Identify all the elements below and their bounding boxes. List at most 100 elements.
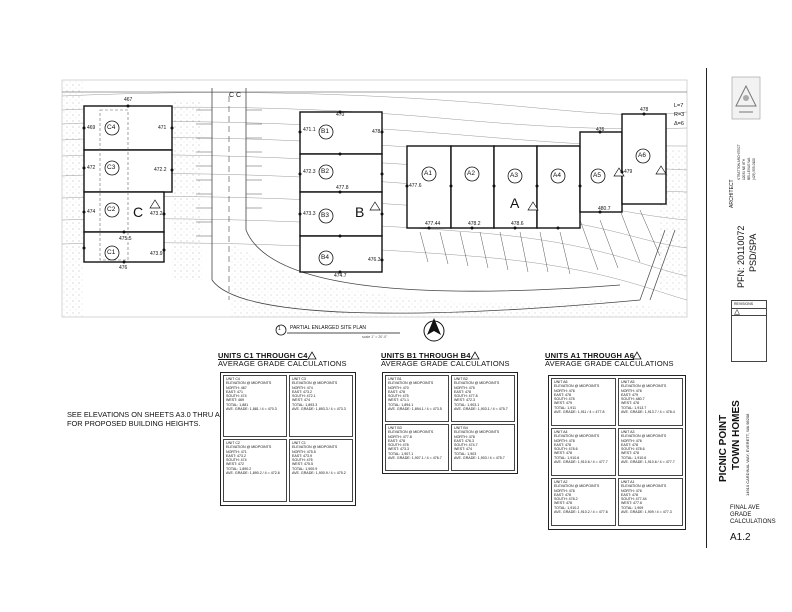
- unit-label-b1: B1: [321, 128, 329, 135]
- elev-label: 471: [158, 125, 167, 131]
- elev-label: 471.1: [303, 127, 316, 133]
- unit-label-c2: C2: [107, 206, 116, 213]
- elev-label: 479: [624, 169, 633, 175]
- unit-label-a1: A1: [424, 170, 432, 177]
- elev-label: 470: [336, 112, 345, 118]
- elev-label: 474.7: [334, 273, 347, 279]
- elev-label: 475.5: [119, 236, 132, 242]
- table-b-revision-icon: [470, 351, 480, 360]
- elev-label: 478.2: [468, 221, 481, 227]
- unit-label-b3: B3: [321, 212, 329, 219]
- elev-label: 472.3: [303, 169, 316, 175]
- curve-data-3: Δ=6: [674, 121, 684, 127]
- site-plan-title: PARTIAL ENLARGED SITE PLAN: [290, 325, 367, 331]
- unit-label-c3: C3: [107, 164, 116, 171]
- elevations-note: SEE ELEVATIONS ON SHEETS A3.0 THRU A3.11…: [67, 410, 234, 428]
- elev-label: 467: [124, 97, 133, 103]
- unit-label-c4: C4: [107, 124, 116, 131]
- table-a-title: UNITS A1 THROUGH A6: [545, 351, 635, 360]
- elev-label: 476.3: [368, 257, 381, 263]
- access-drive: [62, 88, 687, 314]
- elev-label: 478: [640, 107, 649, 113]
- table-a-heading: UNITS A1 THROUGH A6 AVERAGE GRADE CALCUL…: [545, 351, 674, 369]
- architect-line: STRATTON ARCHITECT: [737, 144, 741, 180]
- table-b-heading: UNITS B1 THROUGH B4 AVERAGE GRADE CALCUL…: [381, 351, 510, 369]
- elev-label: 476: [119, 265, 128, 271]
- building-b: [299, 111, 383, 273]
- unit-markers: [104, 120, 651, 266]
- curve-data-1: L=7: [674, 103, 684, 109]
- elev-label: 477.44: [425, 221, 441, 227]
- building-c-letter: C: [133, 204, 144, 220]
- title-block-divider: [706, 68, 707, 548]
- permit-type: PSD/SPA: [748, 233, 758, 272]
- angled-parking: [419, 209, 661, 275]
- architect-line: BELLEVUE WA: [747, 157, 751, 180]
- unit-label-a3: A3: [510, 172, 518, 179]
- table-a-revision-icon: [632, 351, 642, 360]
- elev-label: 477.8: [336, 185, 349, 191]
- elev-label: 469: [87, 125, 96, 131]
- sheet-title: FINAL AVE GRADE CALCULATIONS: [730, 505, 776, 525]
- sheet-number: A1.2: [730, 532, 751, 543]
- table-a-subtitle: AVERAGE GRADE CALCULATIONS: [545, 359, 674, 369]
- midpoint-markers: [82, 104, 646, 274]
- revisions-label: REVISIONS: [734, 302, 754, 306]
- permit-number: PFN: 20110072: [736, 225, 746, 288]
- architect-line: 12031 NE 8TH: [742, 158, 746, 180]
- unit-label-c1: C1: [107, 249, 116, 256]
- architect-label: ARCHITECT: [729, 179, 735, 208]
- parking-stalls: [196, 109, 262, 237]
- unit-label-a4: A4: [553, 172, 561, 179]
- north-arrow-icon: [423, 318, 445, 342]
- table-b-subtitle: AVERAGE GRADE CALCULATIONS: [381, 359, 510, 369]
- street-label: C C: [229, 92, 242, 99]
- project-name-line1: PICNIC POINT: [718, 414, 729, 482]
- table-c-revision-icon: [307, 351, 317, 360]
- unit-label-a5: A5: [593, 172, 601, 179]
- unit-label-a2: A2: [467, 170, 475, 177]
- revision-triangles: [149, 165, 667, 211]
- project-name-line2: TOWN HOMES: [731, 400, 742, 470]
- table-b-title: UNITS B1 THROUGH B4: [381, 351, 471, 360]
- elev-label: 477.6: [409, 183, 422, 189]
- elev-label: 473.9: [150, 251, 163, 257]
- architect-line: (425) 555-0100: [752, 158, 756, 180]
- table-c-subtitle: AVERAGE GRADE CALCULATIONS: [218, 359, 347, 369]
- revisions-box: REVISIONS: [731, 300, 767, 362]
- unit-label-b2: B2: [321, 168, 329, 175]
- elev-label: 478.6: [511, 221, 524, 227]
- title-callout-number: 1: [278, 326, 281, 332]
- curve-data-2: R=3: [674, 112, 685, 118]
- table-c-title: UNITS C1 THROUGH C4: [218, 351, 308, 360]
- architect-logo-icon: [731, 76, 761, 120]
- project-address: 14910 CARDINAL WAY, EVERETT, WA 98208: [745, 413, 750, 496]
- elev-label: 476: [596, 127, 605, 133]
- scale-text: scale 1" = 20'-0": [362, 335, 388, 339]
- elev-label: 473.2: [150, 211, 163, 217]
- building-a-letter: A: [510, 195, 520, 211]
- elev-label: 480.7: [598, 206, 611, 212]
- building-b-letter: B: [355, 204, 365, 220]
- elev-label: 472: [87, 165, 96, 171]
- elev-label: 478: [372, 129, 381, 135]
- revision-triangle-icon: [734, 309, 740, 315]
